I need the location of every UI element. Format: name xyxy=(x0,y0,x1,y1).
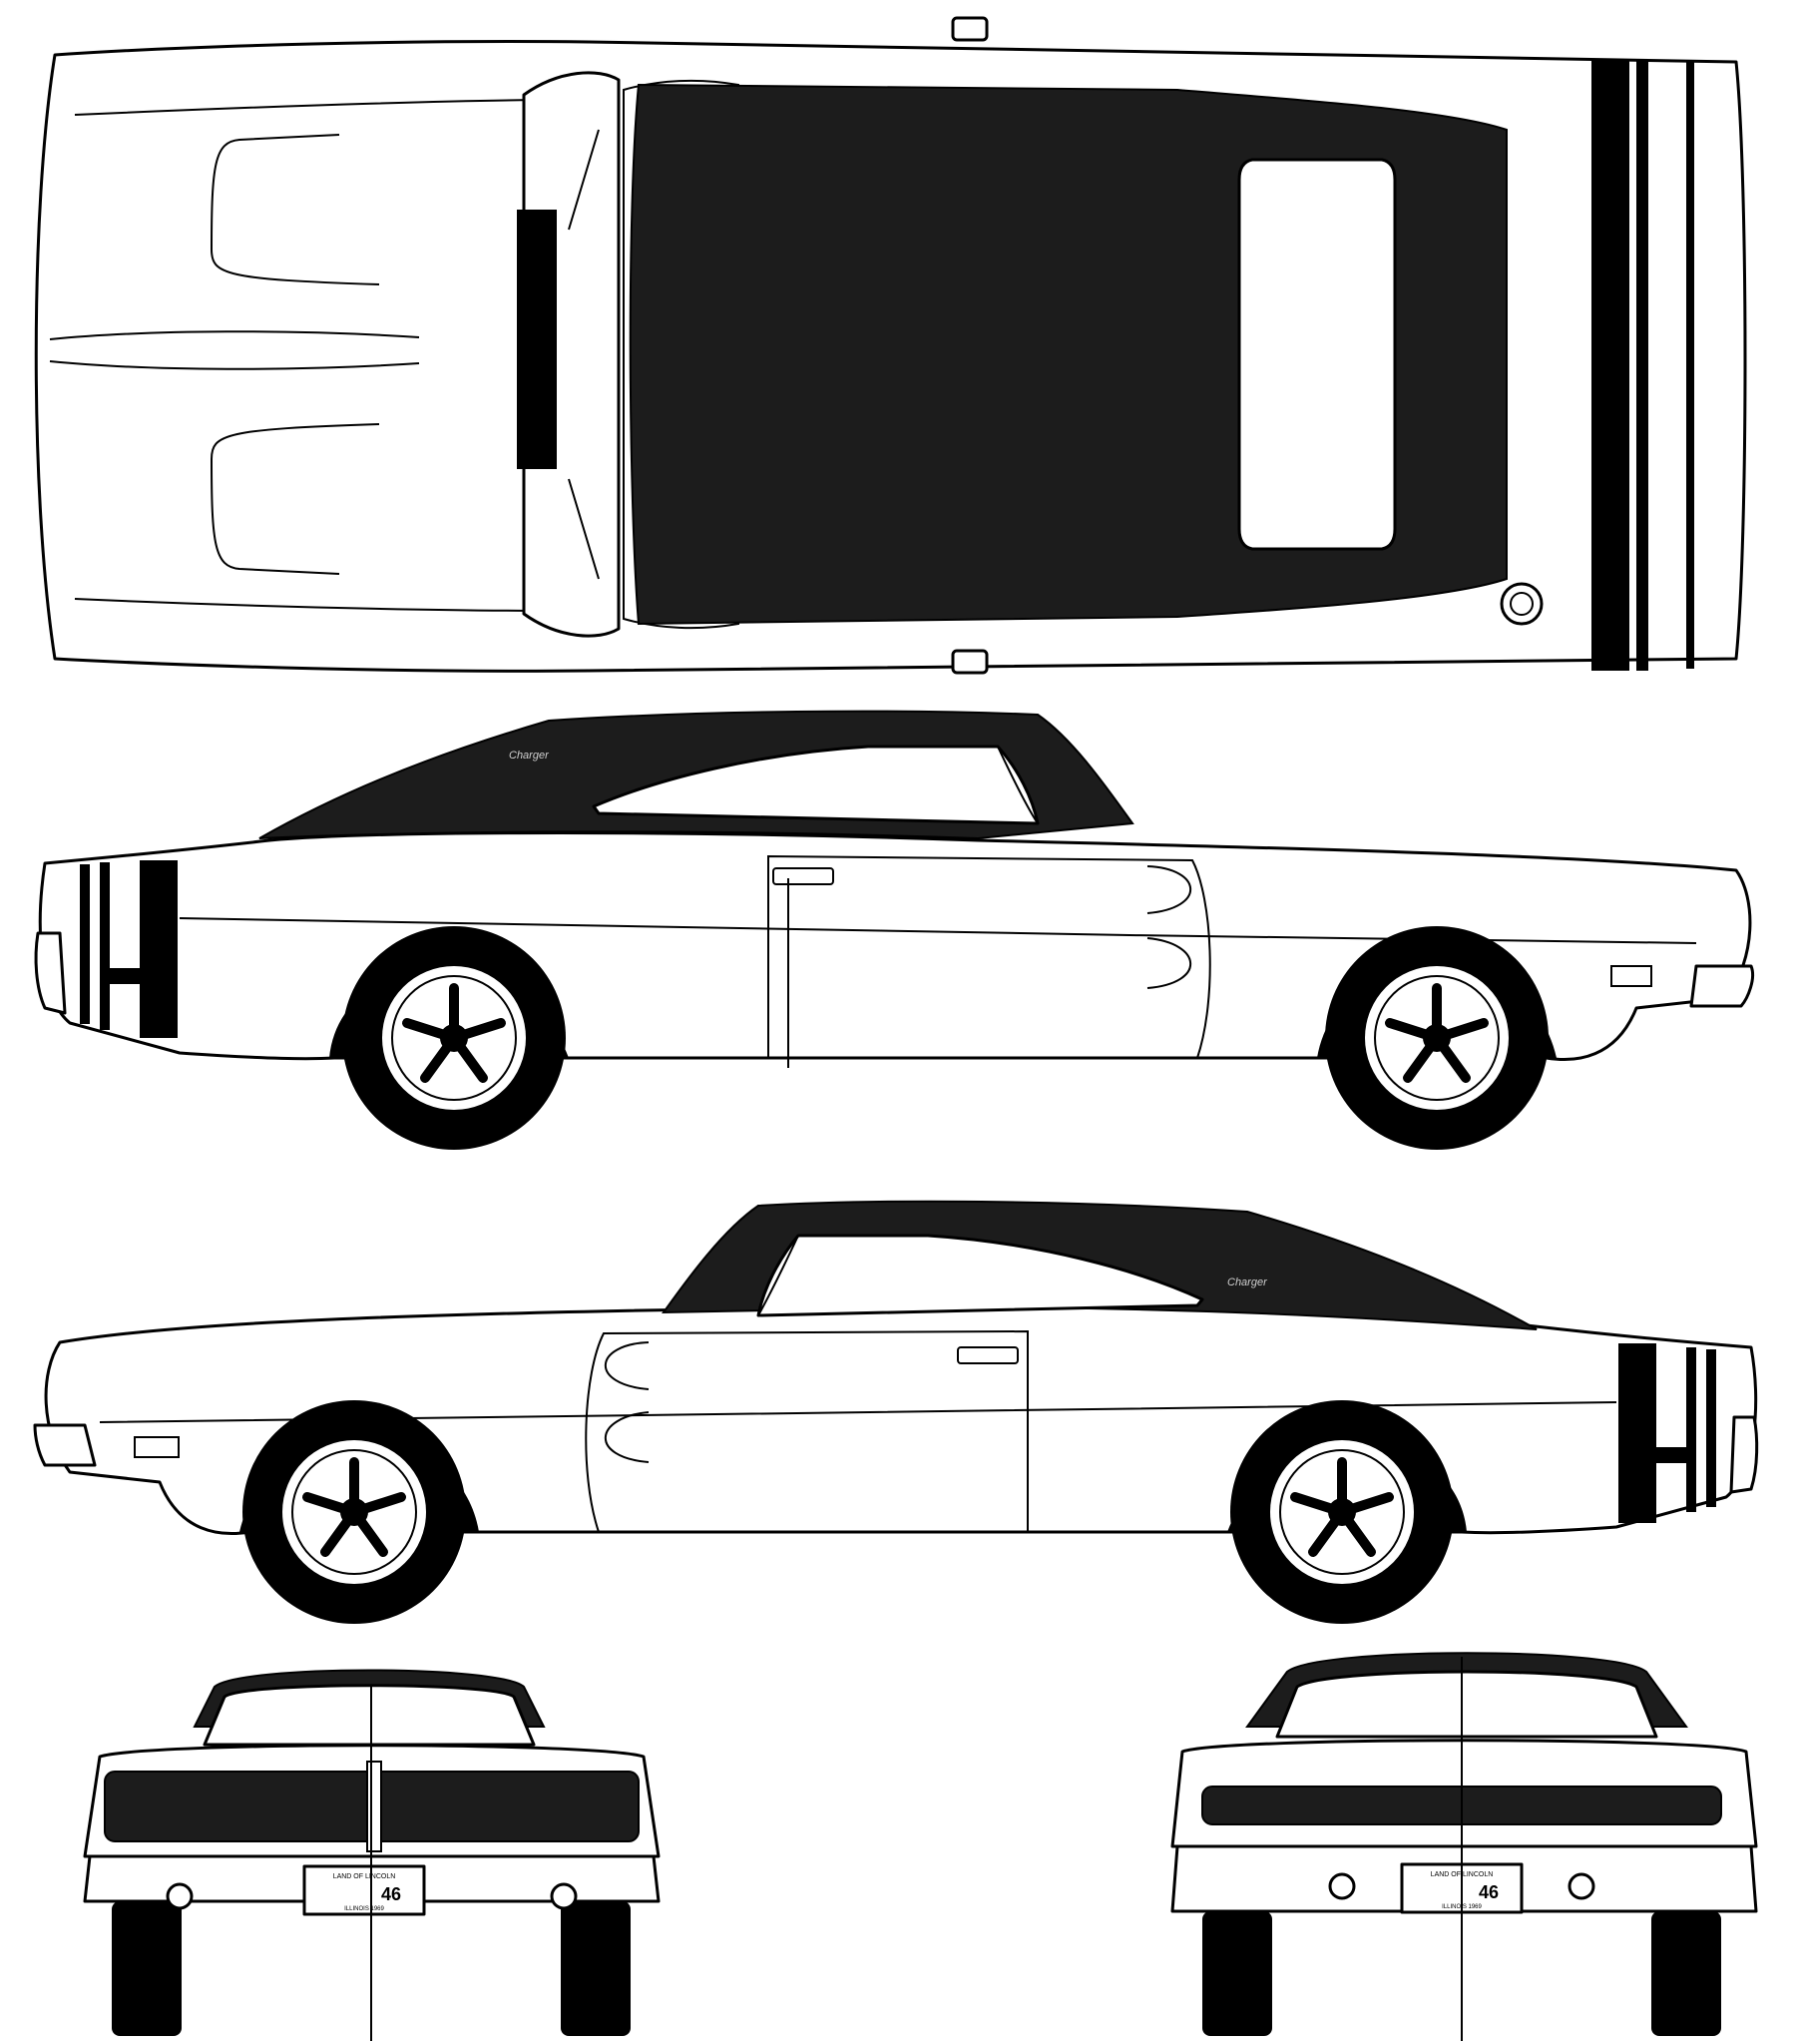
side-script-badge-2: Charger xyxy=(1227,1277,1268,1288)
tail-script-badge: R/T xyxy=(1626,1408,1645,1420)
front-plate-number: 46 xyxy=(381,1884,401,1904)
side-script-badge: Charger xyxy=(509,750,550,762)
front-plate-footer: ILLINOIS 1969 xyxy=(344,1906,384,1912)
top-view xyxy=(34,16,1747,675)
front-view: LAND OF LINCOLN 46 ILLINOIS 1969 xyxy=(83,1669,661,2041)
side-right-view: Charger R/T xyxy=(33,1200,1759,1624)
rear-plate-number: 46 xyxy=(1479,1882,1499,1902)
side-left-view: Charger xyxy=(34,710,1755,1150)
rear-view: LAND OF LINCOLN 46 ILLINOIS 1969 xyxy=(1170,1652,1758,2041)
front-license-plate xyxy=(302,1864,426,1916)
front-plate-header: LAND OF LINCOLN xyxy=(333,1873,396,1880)
